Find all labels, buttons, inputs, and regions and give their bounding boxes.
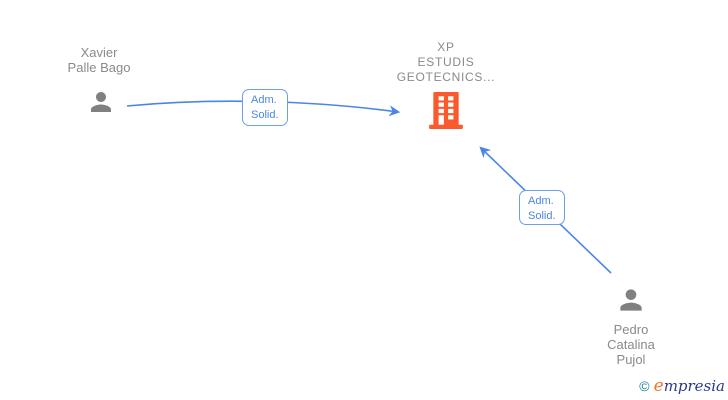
edge-label-line: Adm.	[251, 94, 277, 106]
edge-label-adm-solid: Adm. Solid.	[519, 190, 565, 225]
company-name-line: XP	[437, 40, 455, 54]
edge-label-line: Solid.	[251, 109, 279, 121]
empresia-logo[interactable]: © e mpresia	[639, 376, 725, 396]
person-name-line: Xavier	[80, 45, 118, 60]
person-name-line: Palle Bago	[67, 60, 131, 75]
node-label-xp-estudis-geotecnics[interactable]: XP ESTUDIS GEOTECNICS...	[386, 40, 506, 85]
logo-brand-text: mpresia	[663, 377, 725, 395]
edge-label-adm-solid: Adm. Solid.	[242, 89, 288, 126]
person-name-line: Pujol	[616, 352, 646, 367]
building-icon[interactable]	[429, 92, 463, 130]
company-name-line: GEOTECNICS...	[396, 70, 496, 84]
node-label-pedro-catalina-pujol[interactable]: Pedro Catalina Pujol	[571, 322, 691, 367]
edge-label-line: Solid.	[528, 210, 556, 222]
person-icon[interactable]	[86, 87, 116, 117]
person-icon[interactable]	[615, 284, 647, 316]
node-label-xavier-palle-bago[interactable]: Xavier Palle Bago	[38, 45, 160, 75]
edge-label-line: Adm.	[528, 195, 554, 207]
person-name-line: Catalina	[607, 337, 655, 352]
logo-brand-initial: e	[653, 376, 664, 396]
person-name-line: Pedro	[613, 322, 649, 337]
company-name-line: ESTUDIS	[417, 55, 475, 69]
copyright-icon: ©	[639, 378, 650, 394]
